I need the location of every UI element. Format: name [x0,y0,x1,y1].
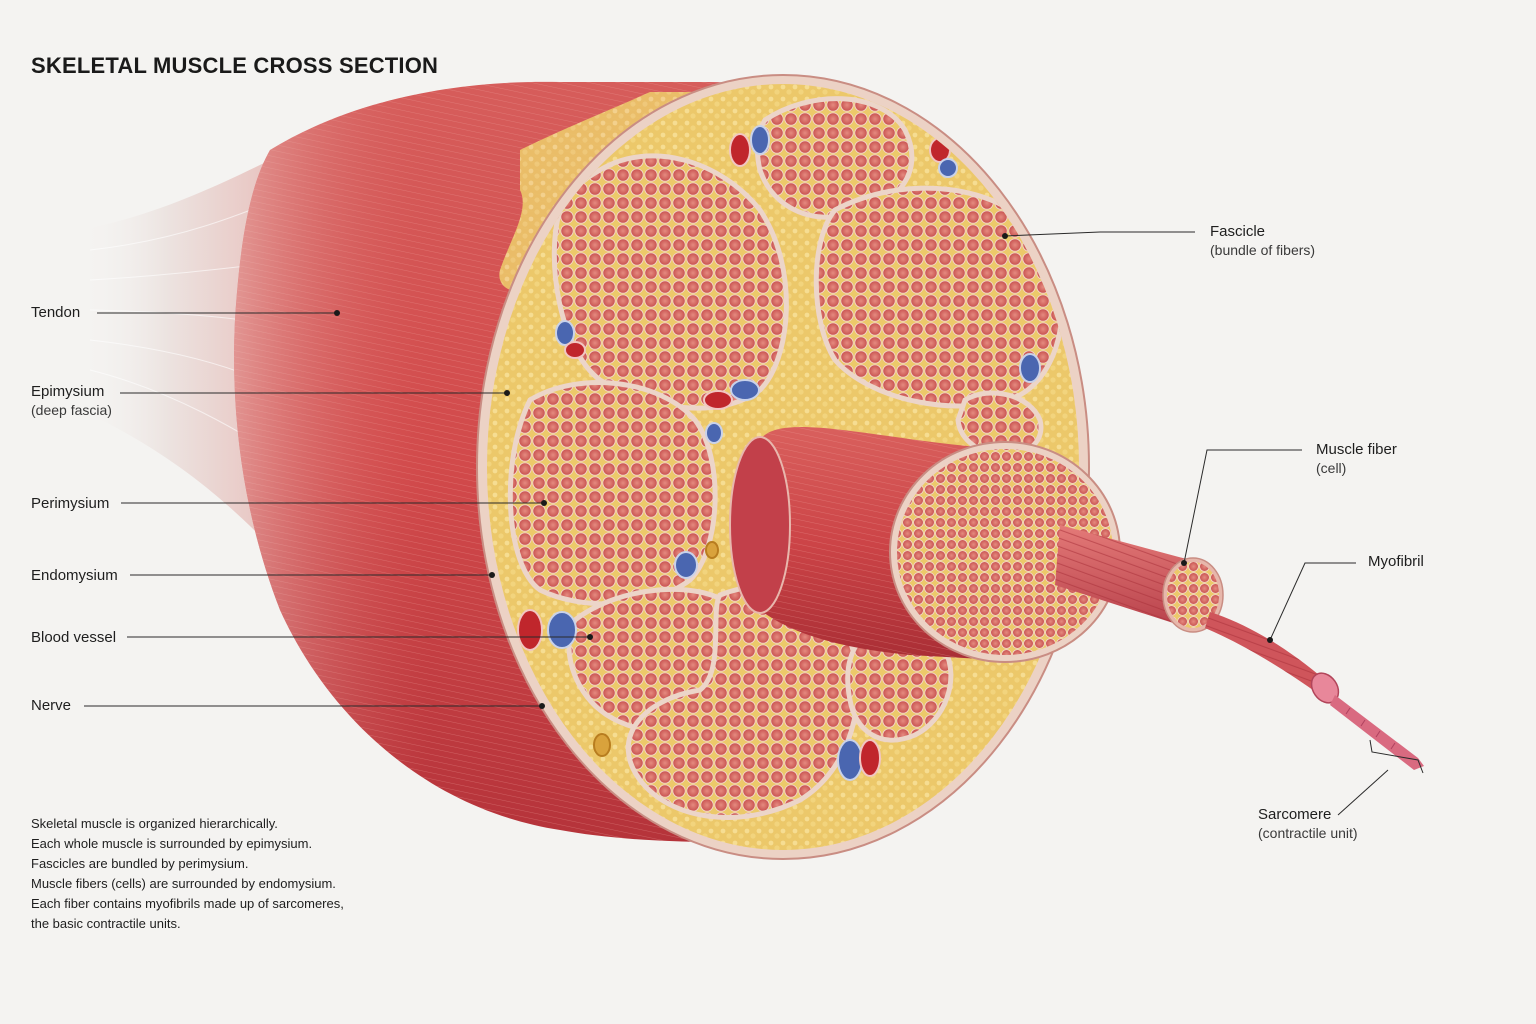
label-fascicle-sub: (bundle of fibers) [1210,242,1316,258]
description-line: Muscle fibers (cells) are surrounded by … [31,876,336,891]
description-text: Skeletal muscle is organized hierarchica… [31,814,344,934]
label-perimysium: Perimysium [31,494,109,513]
label-tendon: Tendon [31,303,80,322]
label-fascicle-text: Fascicle [1210,223,1266,240]
description-line: the basic contractile units. [31,916,181,931]
description-line: Skeletal muscle is organized hierarchica… [31,816,278,831]
label-sarcomere-sub: (contractile unit) [1258,825,1358,841]
blood-vessels [517,125,1041,781]
label-sarcomere: Sarcomere (contractile unit) [1258,805,1358,843]
label-blood-vessel: Blood vessel [31,628,116,647]
page-title: SKELETAL MUSCLE CROSS SECTION [31,53,439,78]
label-sarcomere-text: Sarcomere [1258,806,1332,823]
label-epimysium-text: Epimysium [31,383,105,400]
description-line: Fascicles are bundled by perimysium. [31,856,249,871]
label-epimysium-sub: (deep fascia) [31,402,112,418]
label-endomysium-text: Endomysium [31,567,118,584]
label-muscle-fiber-text: Muscle fiber [1316,441,1397,458]
leader-dots [334,233,1273,709]
label-blood-vessel-text: Blood vessel [31,629,117,646]
description-line: Each whole muscle is surrounded by epimy… [31,836,313,851]
fascicle-group [507,96,1065,820]
label-tendon-text: Tendon [31,304,81,321]
leader-lines [84,231,1424,816]
label-nerve-text: Nerve [31,697,72,714]
label-endomysium: Endomysium [31,566,118,585]
label-myofibril: Myofibril [1368,552,1424,571]
sarcomere-filament [1330,695,1424,770]
label-fascicle: Fascicle (bundle of fibers) [1210,222,1315,260]
label-myofibril-text: Myofibril [1368,553,1424,570]
label-nerve: Nerve [31,696,71,715]
description-line: Each fiber contains myofibrils made up o… [31,896,344,911]
fascicle [507,380,718,607]
fascicle [813,185,1065,409]
label-perimysium-text: Perimysium [31,495,110,512]
label-muscle-fiber-sub: (cell) [1316,460,1347,476]
label-muscle-fiber: Muscle fiber (cell) [1316,440,1397,478]
label-epimysium: Epimysium (deep fascia) [31,382,112,420]
